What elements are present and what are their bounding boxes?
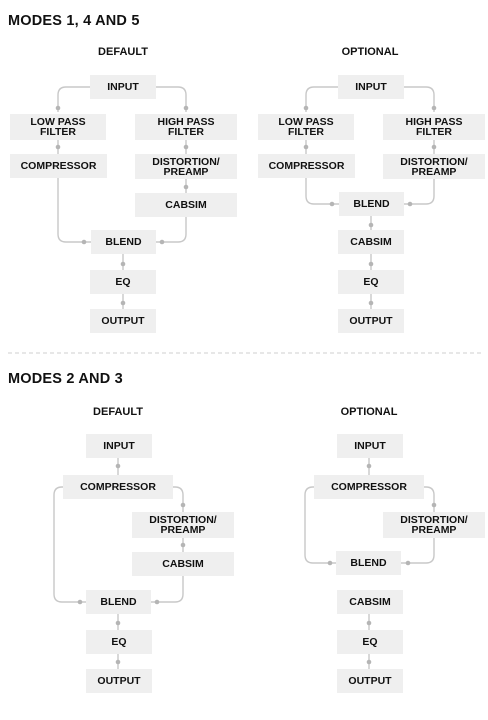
node-cabsim: CABSIM bbox=[132, 552, 234, 576]
column-label-optional: OPTIONAL bbox=[340, 406, 398, 418]
node-distortion-preamp: DISTORTION/ PREAMP bbox=[383, 154, 485, 179]
node-output: OUTPUT bbox=[90, 309, 156, 333]
node-output: OUTPUT bbox=[86, 669, 152, 693]
node-distortion-preamp: DISTORTION/ PREAMP bbox=[383, 512, 485, 538]
node-input: INPUT bbox=[337, 434, 403, 458]
node-blend: BLEND bbox=[86, 590, 151, 614]
column-label-default: DEFAULT bbox=[93, 406, 143, 418]
column-label-default: DEFAULT bbox=[98, 46, 148, 58]
node-cabsim: CABSIM bbox=[337, 590, 403, 614]
node-distortion-preamp: DISTORTION/ PREAMP bbox=[135, 154, 237, 179]
node-eq: EQ bbox=[86, 630, 152, 654]
node-distortion-preamp: DISTORTION/ PREAMP bbox=[132, 512, 234, 538]
node-compressor: COMPRESSOR bbox=[10, 154, 107, 178]
section-title-modes-1-4-5: MODES 1, 4 AND 5 bbox=[8, 13, 140, 29]
node-eq: EQ bbox=[337, 630, 403, 654]
node-high-pass-filter: HIGH PASS FILTER bbox=[383, 114, 485, 140]
node-cabsim: CABSIM bbox=[338, 230, 404, 254]
section-title-modes-2-3: MODES 2 AND 3 bbox=[8, 371, 123, 387]
node-blend: BLEND bbox=[336, 551, 401, 575]
node-compressor: COMPRESSOR bbox=[258, 154, 355, 178]
node-blend: BLEND bbox=[339, 192, 404, 216]
node-eq: EQ bbox=[90, 270, 156, 294]
node-input: INPUT bbox=[86, 434, 152, 458]
node-input: INPUT bbox=[90, 75, 156, 99]
node-high-pass-filter: HIGH PASS FILTER bbox=[135, 114, 237, 140]
node-blend: BLEND bbox=[91, 230, 156, 254]
node-eq: EQ bbox=[338, 270, 404, 294]
node-input: INPUT bbox=[338, 75, 404, 99]
node-compressor: COMPRESSOR bbox=[314, 475, 424, 499]
node-compressor: COMPRESSOR bbox=[63, 475, 173, 499]
node-output: OUTPUT bbox=[338, 309, 404, 333]
node-low-pass-filter: LOW PASS FILTER bbox=[258, 114, 354, 140]
node-cabsim: CABSIM bbox=[135, 193, 237, 217]
node-low-pass-filter: LOW PASS FILTER bbox=[10, 114, 106, 140]
node-output: OUTPUT bbox=[337, 669, 403, 693]
column-label-optional: OPTIONAL bbox=[341, 46, 399, 58]
